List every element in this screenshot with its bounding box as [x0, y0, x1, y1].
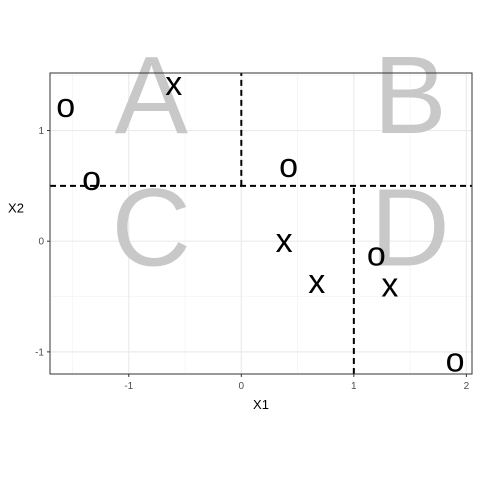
x-tick-label: 0 — [239, 381, 245, 392]
y-tick-label: -1 — [35, 347, 44, 358]
point-o: o — [82, 160, 101, 198]
x-tick-label: 2 — [464, 381, 470, 392]
y-axis: -1 0 1 — [35, 126, 50, 358]
region-label-d: D — [370, 167, 449, 290]
point-x: x — [165, 65, 182, 103]
partition-lines — [50, 73, 472, 374]
point-x: x — [308, 263, 325, 301]
point-o: o — [56, 87, 75, 125]
x-tick-label: 1 — [351, 381, 357, 392]
x-axis: -1 0 1 2 — [124, 374, 470, 392]
point-x: x — [276, 222, 293, 260]
x-tick-label: -1 — [124, 381, 133, 392]
y-tick-label: 1 — [38, 126, 44, 137]
region-label-a: A — [115, 34, 189, 157]
point-o: o — [279, 147, 298, 185]
y-axis-title: X2 — [8, 201, 24, 216]
x-axis-title: X1 — [253, 397, 269, 412]
point-o: o — [367, 235, 386, 273]
region-label-c: C — [112, 167, 191, 290]
plot-panel-border — [49, 72, 473, 375]
point-o: o — [446, 342, 465, 380]
point-x: x — [381, 266, 398, 304]
region-letters: A B C D — [112, 34, 450, 290]
y-tick-label: 0 — [38, 237, 44, 248]
region-label-b: B — [373, 34, 446, 157]
